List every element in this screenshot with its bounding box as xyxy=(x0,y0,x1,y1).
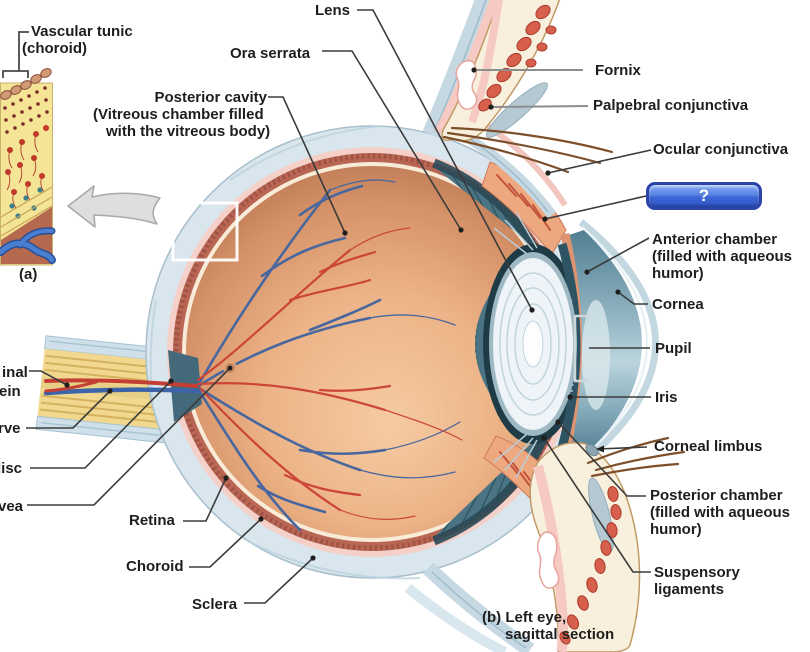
label-anterior-chamber-line1: Anterior chamber xyxy=(652,231,778,248)
label-retina: Retina xyxy=(129,512,175,529)
fornix-pocket-lower xyxy=(536,531,560,589)
label-fornix: Fornix xyxy=(595,62,641,79)
caption-b-line1: (b) Left eye, xyxy=(482,609,567,626)
label-lens: Lens xyxy=(315,2,351,19)
label-ocular-conjunctiva: Ocular conjunctiva xyxy=(653,141,789,158)
label-choroid: Choroid xyxy=(126,558,184,575)
suspensory-ligament-fibers xyxy=(493,211,538,479)
vascular-tunic-bracket xyxy=(2,31,29,78)
label-posterior-chamber-line2: (filled with aqueous xyxy=(650,504,791,521)
label-posterior-cavity-line3: with the vitreous body) xyxy=(106,123,271,140)
quiz-answer-button[interactable]: ? xyxy=(646,182,762,210)
retina-histology-inset xyxy=(0,68,56,266)
tarsal-glands xyxy=(478,4,557,112)
label-anterior-chamber-line2: (filled with aqueous xyxy=(652,248,793,265)
inset-caption-a: (a) xyxy=(19,266,38,283)
label-vascular-tunic-line2: (choroid) xyxy=(22,40,87,57)
inset-arrow xyxy=(67,185,161,228)
label-anterior-chamber-line3: humor) xyxy=(652,265,704,282)
lens-shape xyxy=(489,252,577,436)
retinal-vessels xyxy=(196,179,463,532)
pupil-bracket xyxy=(573,314,588,383)
label-fragment-inal: inal xyxy=(2,364,28,381)
leader-dots xyxy=(64,67,621,561)
leader-lines xyxy=(26,9,652,604)
label-suspensory-line1: Suspensory xyxy=(654,564,740,581)
label-fragment-rve: rve xyxy=(0,420,21,437)
label-fragment-vea: vea xyxy=(0,498,24,515)
label-cornea: Cornea xyxy=(652,296,704,313)
label-sclera: Sclera xyxy=(192,596,238,613)
label-iris: Iris xyxy=(655,389,678,406)
anterior-chamber-region xyxy=(566,230,642,458)
upper-eyelashes xyxy=(442,126,614,174)
label-pupil: Pupil xyxy=(655,340,692,357)
corneal-limbus-spot xyxy=(585,443,599,457)
label-posterior-chamber-line1: Posterior chamber xyxy=(650,487,783,504)
label-corneal-limbus: Corneal limbus xyxy=(654,438,763,455)
label-fragment-disc: disc xyxy=(0,460,23,477)
label-posterior-chamber-line3: humor) xyxy=(650,521,702,538)
tarsal-plate xyxy=(486,82,548,138)
caption-b-line2: sagittal section xyxy=(505,626,615,643)
label-posterior-cavity-line1: Posterior cavity xyxy=(154,89,267,106)
central-retinal-vessels xyxy=(43,378,201,396)
label-palpebral-conjunctiva: Palpebral conjunctiva xyxy=(593,97,749,114)
lower-eyelashes xyxy=(586,436,686,478)
eyeball-layers xyxy=(145,125,599,580)
fovea-ring xyxy=(225,363,235,373)
tarsal-glands-lower xyxy=(559,486,622,645)
label-posterior-cavity-line2: (Vitreous chamber filled xyxy=(93,106,264,123)
label-fragment-ein: ein xyxy=(0,383,21,400)
selection-rectangle xyxy=(171,201,239,262)
cornea-shape xyxy=(578,216,662,470)
label-suspensory-line2: ligaments xyxy=(654,581,725,598)
label-ora-serrata: Ora serrata xyxy=(230,45,311,62)
lower-eyelid xyxy=(529,436,686,652)
label-vascular-tunic-line1: Vascular tunic xyxy=(31,23,133,40)
ocular-conjunctiva-layers xyxy=(404,112,568,652)
